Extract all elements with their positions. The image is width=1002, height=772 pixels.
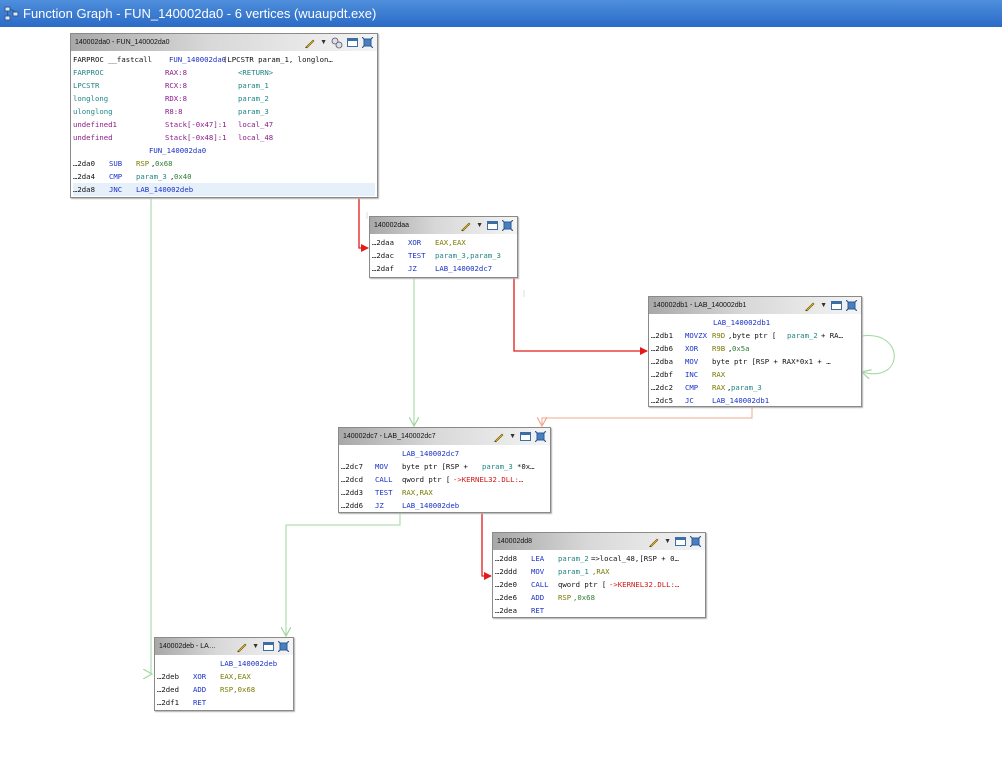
edge-b3-b4 [542,407,753,426]
fullscreen-icon[interactable] [502,220,513,231]
block-header[interactable]: 140002dd8 ▼ [493,533,705,550]
window-icon[interactable] [347,38,358,47]
instruction-row[interactable]: …2db1 MOVZX R9D ,byte ptr [ param_2 + RA… [651,331,843,340]
window-title: Function Graph - FUN_140002da0 - 6 verti… [23,6,377,21]
instruction-row[interactable]: …2ddd MOV param_1 ,RAX [495,567,610,576]
instruction-row[interactable]: …2dc2 CMP RAX , param_3 [651,383,762,392]
edge-b3-loop [862,335,895,374]
instruction-row[interactable]: …2dd8 LEA param_2 =>local_48,[RSP + 0… [495,554,679,563]
instruction-row[interactable]: …2daf JZ LAB_140002dc7 [372,264,493,273]
block-140002daa[interactable]: 140002daa ▼ …2daa XOR EAX,EAX …2dac TEST… [369,216,518,278]
instruction-row[interactable]: …2df1 RET [157,698,207,707]
window-icon[interactable] [520,432,531,441]
edge-b4-b5 [481,513,492,580]
instruction-row[interactable]: …2de6 ADD RSP ,0x68 [495,593,595,602]
param-row: LPCSTR RCX:8 param_1 [73,81,269,90]
block-lab-140002db1[interactable]: 140002db1 - LAB_140002db1 ▼ LAB_140002db… [648,296,862,407]
chevron-down-icon[interactable]: ▼ [476,221,483,229]
edit-icon[interactable] [460,220,472,232]
fullscreen-icon[interactable] [362,37,373,48]
block-title: 140002da0 - FUN_140002da0 [75,39,170,46]
instruction-row[interactable]: …2dba MOV byte ptr [RSP + RAX*0x1 + … [651,357,831,366]
instruction-row-selected[interactable]: …2da8 JNC LAB_140002deb [73,183,375,196]
fullscreen-icon[interactable] [278,641,289,652]
instruction-row[interactable]: …2deb XOR EAX,EAX [157,672,251,681]
code-label: LAB_140002deb [220,659,278,668]
graph-icon[interactable] [331,37,343,49]
block-title: 140002deb - LA… [159,643,216,650]
code-label: FUN_140002da0 [149,146,207,155]
window-icon[interactable] [831,301,842,310]
chevron-down-icon[interactable]: ▼ [252,642,259,650]
instruction-row[interactable]: …2dea RET [495,606,545,615]
block-fun-140002da0[interactable]: 140002da0 - FUN_140002da0 ▼ FARPROC __fa… [70,33,378,198]
block-title: 140002daa [374,222,410,229]
fullscreen-icon[interactable] [535,431,546,442]
block-title: 140002dd8 [497,538,533,545]
param-row: FARPROC RAX:8 <RETURN> [73,68,274,77]
chevron-down-icon[interactable]: ▼ [820,301,827,309]
param-row: undefined Stack[-0x48]:1 local_48 [73,133,274,142]
function-signature: FARPROC __fastcall FUN_140002da0 (LPCSTR… [73,55,333,64]
block-title: 140002dc7 - LAB_140002dc7 [343,433,436,440]
instruction-row[interactable]: …2dcd CALL qword ptr [ ->KERNEL32.DLL:… [341,475,524,484]
instruction-row[interactable]: …2da0 SUB RSP , 0x68 [73,159,173,168]
instruction-row[interactable]: …2da4 CMP param_3 , 0x40 [73,172,192,181]
instruction-row[interactable]: …2dac TEST param_3,param_3 [372,251,501,260]
code-label: LAB_140002dc7 [402,449,460,458]
code-label: LAB_140002db1 [713,318,771,327]
instruction-row[interactable]: …2dd6 JZ LAB_140002deb [341,501,460,510]
instruction-row[interactable]: …2ded ADD RSP,0x68 [157,685,256,694]
block-lab-140002dc7[interactable]: 140002dc7 - LAB_140002dc7 ▼ LAB_140002dc… [338,427,551,513]
edit-icon[interactable] [648,536,660,548]
param-row: ulonglong R8:8 param_3 [73,107,269,116]
block-header[interactable]: 140002db1 - LAB_140002db1 ▼ [649,297,861,314]
edge-b4-b6 [286,513,401,636]
instruction-row[interactable]: …2db6 XOR R9B , 0x5a [651,344,750,353]
block-header[interactable]: 140002deb - LA… ▼ [155,638,293,655]
block-header[interactable]: 140002daa ▼ [370,217,517,234]
window-icon[interactable] [263,642,274,651]
param-row: undefined1 Stack[-0x47]:1 local_47 [73,120,274,129]
instruction-row[interactable]: …2dc7 MOV byte ptr [RSP + param_3 *0x… [341,462,535,471]
edit-icon[interactable] [493,431,505,443]
chevron-down-icon[interactable]: ▼ [320,38,327,46]
instruction-row[interactable]: …2dc5 JC LAB_140002db1 [651,396,770,405]
instruction-row[interactable]: …2dd3 TEST RAX,RAX [341,488,433,497]
instruction-row[interactable]: …2dbf INC RAX [651,370,726,379]
block-header[interactable]: 140002dc7 - LAB_140002dc7 ▼ [339,428,550,445]
edge-b2-b3 [513,278,648,355]
block-title: 140002db1 - LAB_140002db1 [653,302,747,309]
chevron-down-icon[interactable]: ▼ [664,537,671,545]
function-graph-icon [4,6,19,21]
edit-icon[interactable] [304,37,316,49]
window-icon[interactable] [675,537,686,546]
edge-b1-b2 [358,198,369,252]
param-row: longlong RDX:8 param_2 [73,94,269,103]
edge-b1-b6 [151,198,152,674]
edit-icon[interactable] [804,300,816,312]
instruction-row[interactable]: …2daa XOR EAX,EAX [372,238,466,247]
edit-icon[interactable] [236,641,248,653]
block-lab-140002deb[interactable]: 140002deb - LA… ▼ LAB_140002deb …2deb XO… [154,637,294,711]
block-140002dd8[interactable]: 140002dd8 ▼ …2dd8 LEA param_2 =>local_48… [492,532,706,618]
block-header[interactable]: 140002da0 - FUN_140002da0 ▼ [71,34,377,51]
window-title-bar: Function Graph - FUN_140002da0 - 6 verti… [0,0,1002,27]
fullscreen-icon[interactable] [846,300,857,311]
instruction-row[interactable]: …2de0 CALL qword ptr [ ->KERNEL32.DLL:… [495,580,680,589]
chevron-down-icon[interactable]: ▼ [509,432,516,440]
window-icon[interactable] [487,221,498,230]
fullscreen-icon[interactable] [690,536,701,547]
